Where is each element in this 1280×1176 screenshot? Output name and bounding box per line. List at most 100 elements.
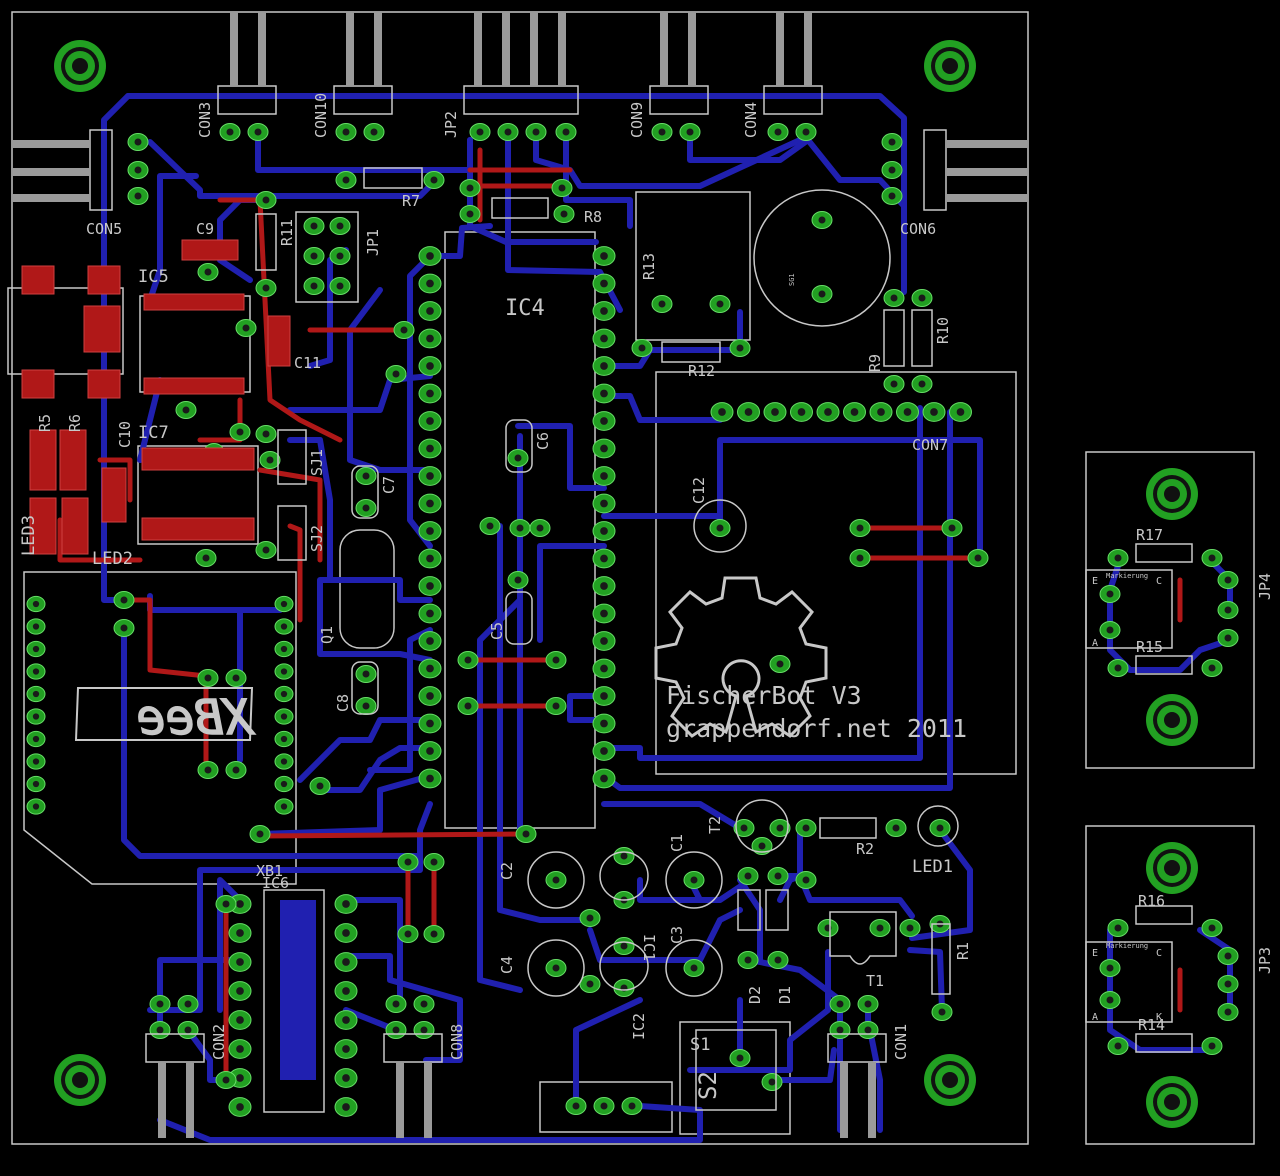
sj2-body [277,505,307,561]
buzzer-outline [753,189,891,327]
trace [737,877,763,963]
pad [795,123,817,141]
con5-label: CON5 [86,220,122,238]
pad [334,894,358,914]
pad [385,995,407,1013]
pad [418,741,442,761]
usb-pad [87,369,121,399]
k-mark: K [1156,1012,1162,1023]
mounting-hole [1146,842,1198,894]
trace [563,129,633,229]
c1-body [665,851,723,909]
c1-label: C1 [668,834,686,852]
pin [660,12,668,86]
pad [113,619,135,637]
pad [1201,659,1223,677]
pad [967,549,989,567]
pin [346,12,354,86]
ic4-label: IC4 [505,296,545,321]
pad [709,295,731,313]
pad [329,247,351,265]
pad [303,247,325,265]
trace [97,457,133,503]
pad [737,867,759,885]
r7-label: R7 [402,192,420,210]
c10-pads [101,467,127,523]
potentiometer-outline [635,191,751,341]
pad [710,402,734,422]
a-mark: A [1092,638,1098,649]
r9-body [883,309,905,367]
pad [592,438,616,459]
pad [922,402,946,422]
ic1-body [599,851,649,901]
pad [811,285,833,303]
con6-housing [923,129,947,211]
pad [228,952,252,972]
pin [258,12,266,86]
r6-pads [59,429,87,491]
pad [592,768,616,789]
r11-body [255,213,277,271]
pad [795,871,817,889]
c9-pads [181,239,239,261]
pad [418,466,442,486]
pad [355,697,377,715]
pad [592,356,616,376]
e-mark: E [1092,576,1098,587]
trace [601,801,743,831]
pad [767,951,789,969]
xbee-logo: XBee [74,687,256,747]
pad [592,548,616,569]
pad [883,375,905,393]
pad [507,449,529,467]
header-pins [12,12,1028,1138]
pin [396,1062,404,1138]
pad [423,853,445,871]
con6-label: CON6 [900,220,936,238]
pad [228,1010,252,1030]
trace [367,627,433,773]
pad [334,1010,358,1030]
pad [729,1049,751,1067]
jp3-label: JP3 [1256,947,1274,974]
led2-label: LED2 [92,549,133,569]
led2-pads [61,497,89,555]
pad [418,521,442,541]
markierung-label: Markierung [1106,942,1148,950]
ic6-label: IC6 [262,874,289,892]
pad [418,603,442,624]
pin [804,12,812,86]
trace [307,247,349,369]
pad [849,549,871,567]
pad [769,819,791,837]
trace [343,953,463,1063]
gear-icon [654,576,828,738]
pad [790,402,813,422]
pad [228,1097,252,1117]
r13-label: R13 [640,253,658,280]
pad [1217,947,1239,965]
trace [117,597,209,679]
trace [317,577,433,663]
pad [1099,621,1121,639]
pad [621,1097,643,1115]
pad [592,658,616,679]
pad [457,651,479,669]
c11-label: C11 [294,354,321,372]
pad [651,123,673,141]
pad [418,768,442,789]
pad [816,402,840,422]
t2-body [735,799,789,853]
pad [418,631,442,651]
ic1-label: IC1 [640,934,658,961]
pad [457,697,479,715]
pad [335,123,357,141]
con1-label: CON1 [892,1024,910,1060]
c-mark: C [1156,576,1162,587]
pad [767,123,789,141]
pad [26,798,46,815]
pad [26,685,46,703]
pad [631,339,653,357]
con3-label: CON3 [196,102,214,138]
